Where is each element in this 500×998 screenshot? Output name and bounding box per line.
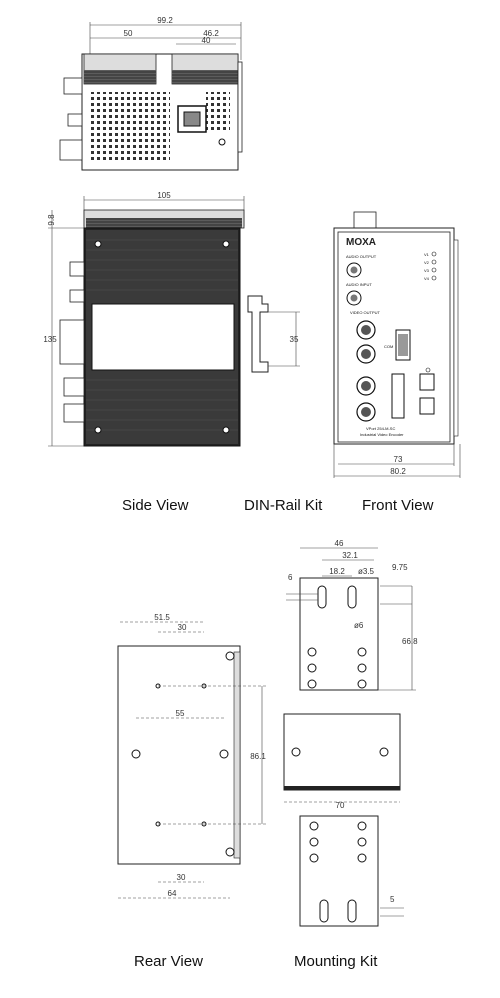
rear-height-dim: 86.1 [250, 752, 266, 761]
caption-rear-view: Rear View [134, 953, 203, 970]
rear-top-inner-dim: 30 [178, 623, 187, 632]
model-subtitle: Industrial Video Encoder [360, 432, 404, 437]
side-view: 105 9.8 135 [43, 191, 245, 447]
side-height-dim: 135 [43, 335, 57, 344]
label-audio-output: AUDIO OUTPUT [346, 254, 377, 259]
model-name: VPort 254-M-SC [366, 426, 395, 431]
label-com: COM [384, 344, 393, 349]
label-audio-input: AUDIO INPUT [346, 282, 372, 287]
rear-view: 51.5 30 55 86.1 30 64 [117, 613, 266, 899]
mk-left-height-dim: 6 [288, 573, 293, 582]
rear-middle-dim: 55 [176, 709, 185, 718]
rear-top-outer-dim: 51.5 [154, 613, 170, 622]
caption-front-view: Front View [362, 497, 434, 514]
led-v2: V2 [424, 260, 430, 265]
front-inner-width-dim: 73 [394, 455, 403, 464]
mounting-kit: 46 32.1 18.2 ø3.5 ø6 6 9.75 66.8 70 5 [283, 539, 418, 927]
mk-right-height-dim: 9.75 [392, 563, 408, 572]
label-video-output: VIDEO OUTPUT [350, 310, 381, 315]
caption-side-view: Side View [122, 497, 189, 514]
mk-hole-dim: ø3.5 [358, 567, 375, 576]
top-view: 99.2 50 46.2 40 [59, 16, 243, 171]
mk-inner-dim: 18.2 [329, 567, 345, 576]
rear-bottom-outer-dim: 64 [168, 889, 177, 898]
mk-height-dim: 66.8 [402, 637, 418, 646]
mk-bottom-dim: 5 [390, 895, 395, 904]
mk-offset-dim: 32.1 [342, 551, 358, 560]
led-v1: V1 [424, 252, 430, 257]
din-rail-kit: 35 [247, 295, 300, 373]
top-overall-dim: 99.2 [157, 16, 173, 25]
top-right-inner-dim: 40 [202, 36, 211, 45]
led-v3: V3 [424, 268, 430, 273]
caption-mounting-kit: Mounting Kit [294, 953, 378, 970]
top-right-outer-dim: 46.2 [203, 29, 219, 38]
rear-bottom-inner-dim: 30 [177, 873, 186, 882]
brand-logo: MOXA [346, 237, 376, 248]
din-height-dim: 35 [290, 335, 299, 344]
mk-width-dim: 46 [335, 539, 344, 548]
side-width-dim: 105 [157, 191, 171, 200]
mk-bracket-width-dim: 70 [336, 801, 345, 810]
led-v4: V4 [424, 276, 430, 281]
front-outer-width-dim: 80.2 [390, 467, 406, 476]
caption-din-rail-kit: DIN-Rail Kit [244, 497, 323, 514]
top-left-dim: 50 [124, 29, 133, 38]
side-top-dim: 9.8 [47, 214, 56, 226]
mk-slot-dim: ø6 [354, 621, 364, 630]
front-view: MOXA AUDIO OUTPUT AUDIO INPUT VIDEO OUTP… [333, 211, 461, 478]
